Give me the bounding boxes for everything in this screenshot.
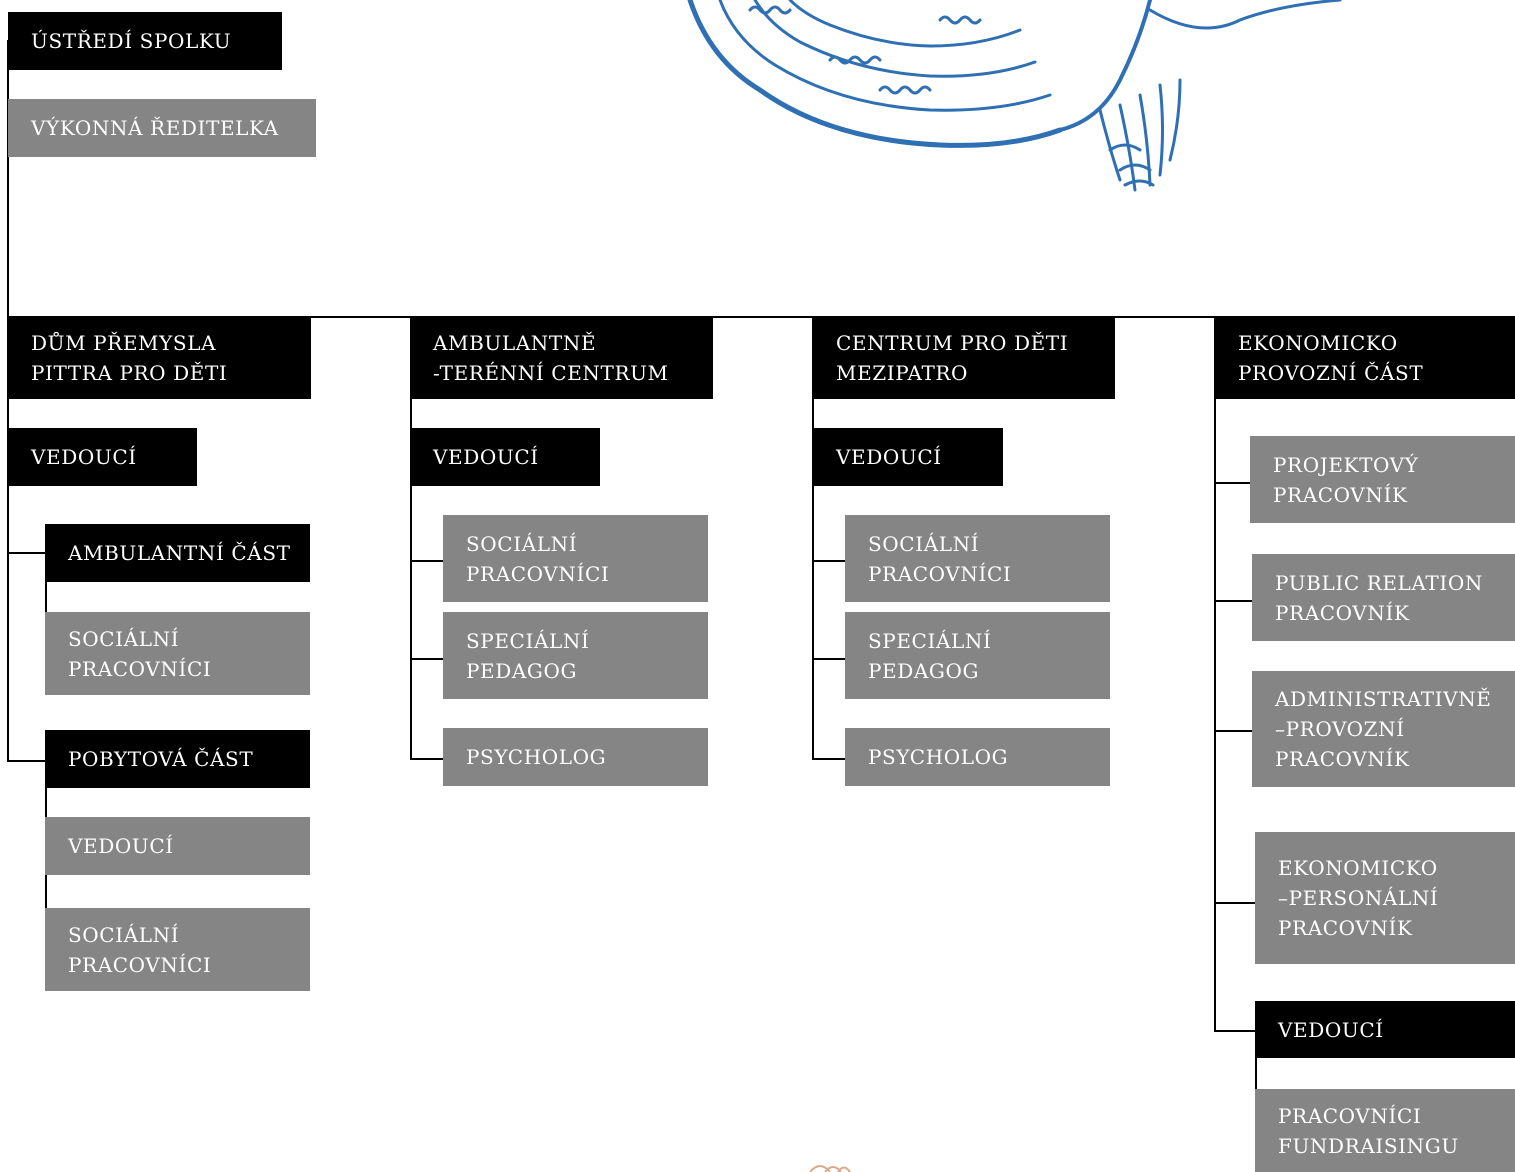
- role-label: SOCIÁLNÍ PRACOVNÍCI: [466, 531, 610, 586]
- role-label: EKONOMICKO –PERSONÁLNÍ PRACOVNÍK: [1278, 856, 1439, 940]
- connector-line: [812, 560, 846, 562]
- header-title: ÚSTŘEDÍ SPOLKU: [31, 29, 232, 53]
- connector-line: [7, 316, 1515, 318]
- director-box: VÝKONNÁ ŘEDITELKA: [8, 99, 316, 157]
- connector-line: [1214, 730, 1254, 732]
- role-box: SPECIÁLNÍ PEDAGOG: [443, 612, 708, 699]
- role-label: SOCIÁLNÍ PRACOVNÍCI: [868, 531, 1012, 586]
- department-box: EKONOMICKO PROVOZNÍ ČÁST: [1215, 316, 1515, 399]
- director-label: VÝKONNÁ ŘEDITELKA: [31, 116, 279, 140]
- role-label: ADMINISTRATIVNĚ –PROVOZNÍ PRACOVNÍK: [1275, 687, 1492, 771]
- role-box: EKONOMICKO –PERSONÁLNÍ PRACOVNÍK: [1255, 832, 1515, 964]
- role-box: PSYCHOLOG: [443, 728, 708, 786]
- owl-illustration-icon: [687, 0, 1342, 192]
- head-box: VEDOUCÍ: [410, 428, 600, 486]
- connector-line: [1214, 482, 1252, 484]
- connector-line: [410, 658, 444, 660]
- role-box: PRACOVNÍCI FUNDRAISINGU: [1255, 1089, 1515, 1172]
- connector-line: [1214, 902, 1257, 904]
- role-box: SOCIÁLNÍ PRACOVNÍCI: [845, 515, 1110, 602]
- connector-line: [7, 760, 47, 762]
- department-title: CENTRUM PRO DĚTI MEZIPATRO: [836, 330, 1069, 385]
- connector-line: [7, 40, 9, 762]
- head-label: VEDOUCÍ: [433, 445, 539, 469]
- role-label: PSYCHOLOG: [868, 745, 1009, 769]
- role-label: VEDOUCÍ: [68, 834, 174, 858]
- role-label: PRACOVNÍCI FUNDRAISINGU: [1278, 1103, 1459, 1158]
- connector-line: [1214, 1030, 1257, 1032]
- role-label: SOCIÁLNÍ PRACOVNÍCI: [68, 626, 212, 681]
- department-box: DŮM PŘEMYSLA PITTRA PRO DĚTI: [8, 316, 311, 399]
- connector-line: [410, 316, 412, 760]
- head-box: VEDOUCÍ: [8, 428, 197, 486]
- department-box: CENTRUM PRO DĚTI MEZIPATRO: [813, 316, 1115, 399]
- head-label: VEDOUCÍ: [31, 445, 137, 469]
- role-box: SPECIÁLNÍ PEDAGOG: [845, 612, 1110, 699]
- department-box: AMBULANTNĚ -TERÉNNÍ CENTRUM: [410, 316, 713, 399]
- department-title: DŮM PŘEMYSLA PITTRA PRO DĚTI: [31, 330, 228, 385]
- connector-line: [7, 552, 47, 554]
- connector-line: [410, 560, 444, 562]
- section-title: AMBULANTNÍ ČÁST: [68, 541, 291, 565]
- role-label: PUBLIC RELATION PRACOVNÍK: [1275, 570, 1483, 625]
- role-label: SPECIÁLNÍ PEDAGOG: [868, 628, 992, 683]
- role-box: PROJEKTOVÝ PRACOVNÍK: [1250, 436, 1515, 523]
- connector-line: [1255, 1058, 1257, 1090]
- role-box: SOCIÁLNÍ PRACOVNÍCI: [45, 908, 310, 991]
- header-title-box: ÚSTŘEDÍ SPOLKU: [8, 12, 282, 70]
- role-box: PSYCHOLOG: [845, 728, 1110, 786]
- role-box: PUBLIC RELATION PRACOVNÍK: [1252, 554, 1515, 641]
- flower-illustration-icon: [809, 1165, 851, 1172]
- section-title: POBYTOVÁ ČÁST: [68, 747, 254, 771]
- role-label: PROJEKTOVÝ PRACOVNÍK: [1273, 452, 1419, 507]
- role-box: VEDOUCÍ: [45, 817, 310, 875]
- role-label: SPECIÁLNÍ PEDAGOG: [466, 628, 590, 683]
- connector-line: [1214, 316, 1216, 1032]
- section-box: POBYTOVÁ ČÁST: [45, 730, 310, 788]
- role-box: ADMINISTRATIVNĚ –PROVOZNÍ PRACOVNÍK: [1252, 671, 1515, 787]
- connector-line: [45, 582, 47, 614]
- role-label: PSYCHOLOG: [466, 745, 607, 769]
- section-box: AMBULANTNÍ ČÁST: [45, 524, 310, 582]
- role-label: SOCIÁLNÍ PRACOVNÍCI: [68, 922, 212, 977]
- role-box: SOCIÁLNÍ PRACOVNÍCI: [45, 612, 310, 695]
- connector-line: [812, 316, 814, 760]
- connector-line: [812, 658, 846, 660]
- connector-line: [410, 758, 444, 760]
- head-label: VEDOUCÍ: [836, 445, 942, 469]
- head-box: VEDOUCÍ: [813, 428, 1003, 486]
- connector-line: [1214, 600, 1254, 602]
- department-title: AMBULANTNĚ -TERÉNNÍ CENTRUM: [433, 330, 669, 385]
- connector-line: [812, 758, 846, 760]
- role-box: SOCIÁLNÍ PRACOVNÍCI: [443, 515, 708, 602]
- head-label: VEDOUCÍ: [1278, 1017, 1384, 1042]
- department-title: EKONOMICKO PROVOZNÍ ČÁST: [1238, 330, 1424, 385]
- head-box: VEDOUCÍ: [1255, 1001, 1515, 1058]
